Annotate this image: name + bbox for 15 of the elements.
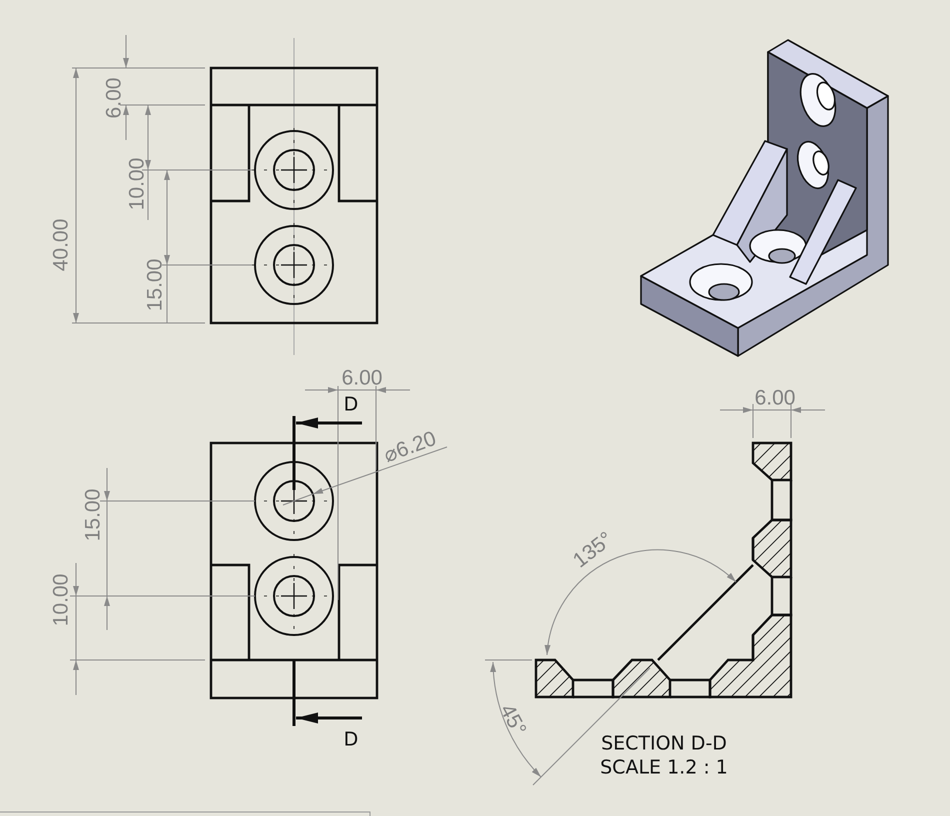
dimension-text: 6.00 (342, 368, 382, 388)
dimension-text: 6.00 (754, 388, 796, 408)
section-letter: D (344, 730, 358, 750)
scale-note: SCALE 1.2 : 1 (600, 758, 728, 778)
dimension-text: 10.00 (50, 574, 72, 626)
dimension-text: 15.00 (82, 488, 104, 542)
section-title: SECTION D-D (601, 734, 727, 754)
angle-text: 135° (569, 528, 617, 572)
section-letter: D (344, 396, 358, 414)
dimension-text: 6.00 (104, 78, 124, 118)
dimension-text: 40.00 (50, 218, 72, 272)
diameter-text: ⌀6.20 (381, 428, 439, 466)
dimension-text: 10.00 (126, 158, 148, 210)
dimension-text: 15.00 (144, 258, 166, 312)
angle-text: 45° (496, 701, 530, 739)
